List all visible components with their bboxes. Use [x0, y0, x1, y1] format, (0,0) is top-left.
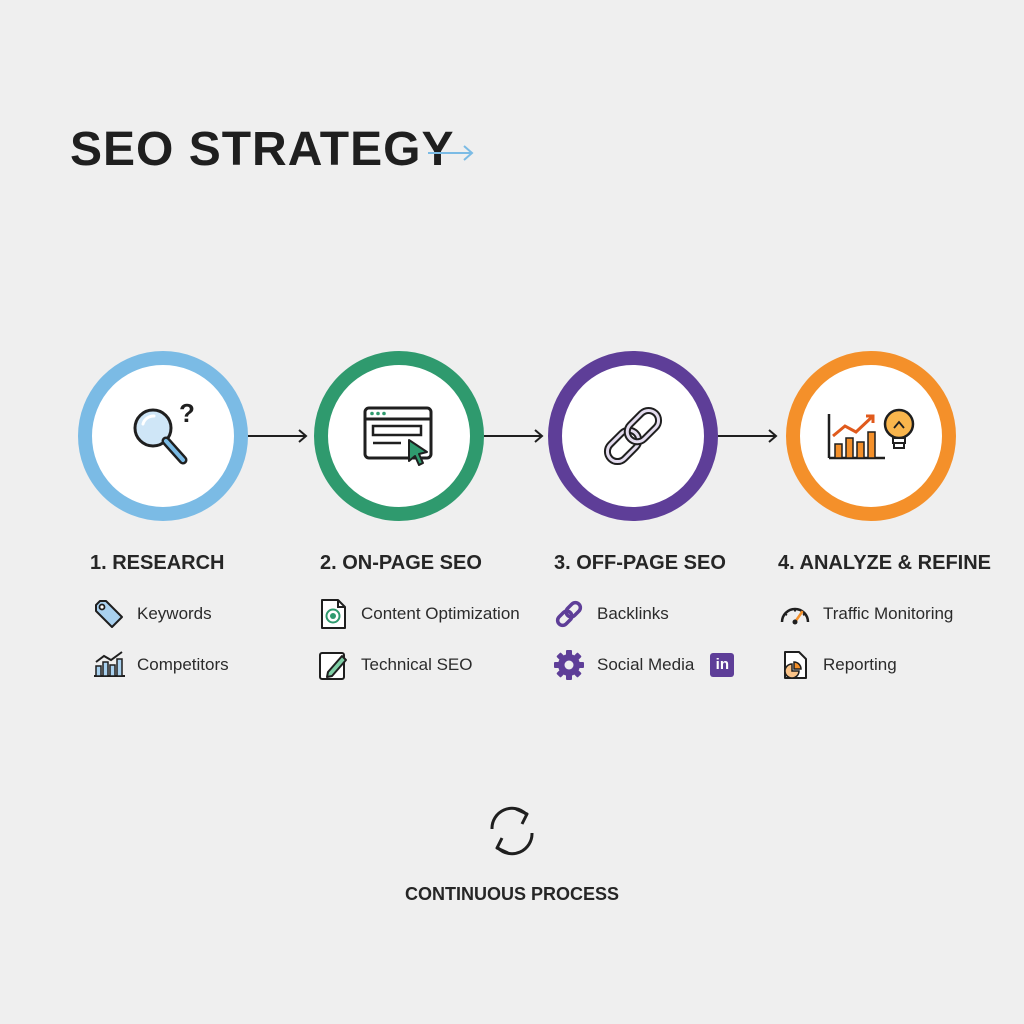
- document-target-icon: [316, 597, 350, 631]
- magnifier-question-icon: ?: [133, 398, 195, 465]
- item-label: Reporting: [823, 655, 897, 674]
- connector-arrow-1: [248, 429, 308, 443]
- report-document-icon: [778, 648, 812, 682]
- step-title-research: 1. RESEARCH: [90, 552, 225, 574]
- chart-lightbulb-icon: [827, 408, 915, 460]
- item-label: Backlinks: [597, 604, 669, 623]
- footer-label: CONTINUOUS PROCESS: [404, 884, 620, 904]
- item-label: Social Media: [597, 655, 695, 674]
- list-item-social-media: Social Media in: [552, 647, 735, 683]
- step-research-circle: ?: [78, 351, 248, 521]
- link-icon: [552, 597, 586, 631]
- connector-arrow-3: [718, 429, 778, 443]
- speedometer-icon: [778, 597, 812, 631]
- list-item-traffic-monitoring: Traffic Monitoring: [778, 596, 953, 632]
- connector-arrow-2: [484, 429, 544, 443]
- chain-link-icon: [603, 406, 663, 466]
- item-label: Technical SEO: [361, 655, 473, 674]
- list-item-technical-seo: Technical SEO: [316, 647, 473, 683]
- bar-chart-icon: [92, 648, 126, 682]
- step-title-offpage: 3. OFF-PAGE SEO: [554, 552, 726, 574]
- title-arrow-icon: [428, 145, 474, 161]
- step-analyze-circle: [786, 351, 956, 521]
- step-onpage-circle: [314, 351, 484, 521]
- list-item-content-optimization: Content Optimization: [316, 596, 520, 632]
- item-label: Keywords: [137, 604, 212, 623]
- step-title-analyze: 4. ANALYZE & REFINE: [778, 552, 991, 574]
- svg-text:?: ?: [179, 398, 195, 428]
- list-item-backlinks: Backlinks: [552, 596, 669, 632]
- gear-icon: [552, 648, 586, 682]
- list-item-reporting: Reporting: [778, 647, 897, 683]
- pencil-edit-icon: [316, 648, 350, 682]
- page-title: SEO STRATEGY: [70, 123, 455, 176]
- item-label: Competitors: [137, 655, 229, 674]
- linkedin-badge-icon: in: [710, 653, 735, 677]
- item-label: Traffic Monitoring: [823, 604, 954, 623]
- item-label: Content Optimization: [361, 604, 520, 623]
- step-offpage-circle: [548, 351, 718, 521]
- tag-icon: [92, 597, 126, 631]
- list-item-keywords: Keywords: [92, 596, 212, 632]
- step-title-onpage: 2. ON-PAGE SEO: [320, 552, 482, 574]
- refresh-cycle-icon: [490, 806, 534, 856]
- browser-cursor-icon: [363, 406, 433, 466]
- list-item-competitors: Competitors: [92, 647, 229, 683]
